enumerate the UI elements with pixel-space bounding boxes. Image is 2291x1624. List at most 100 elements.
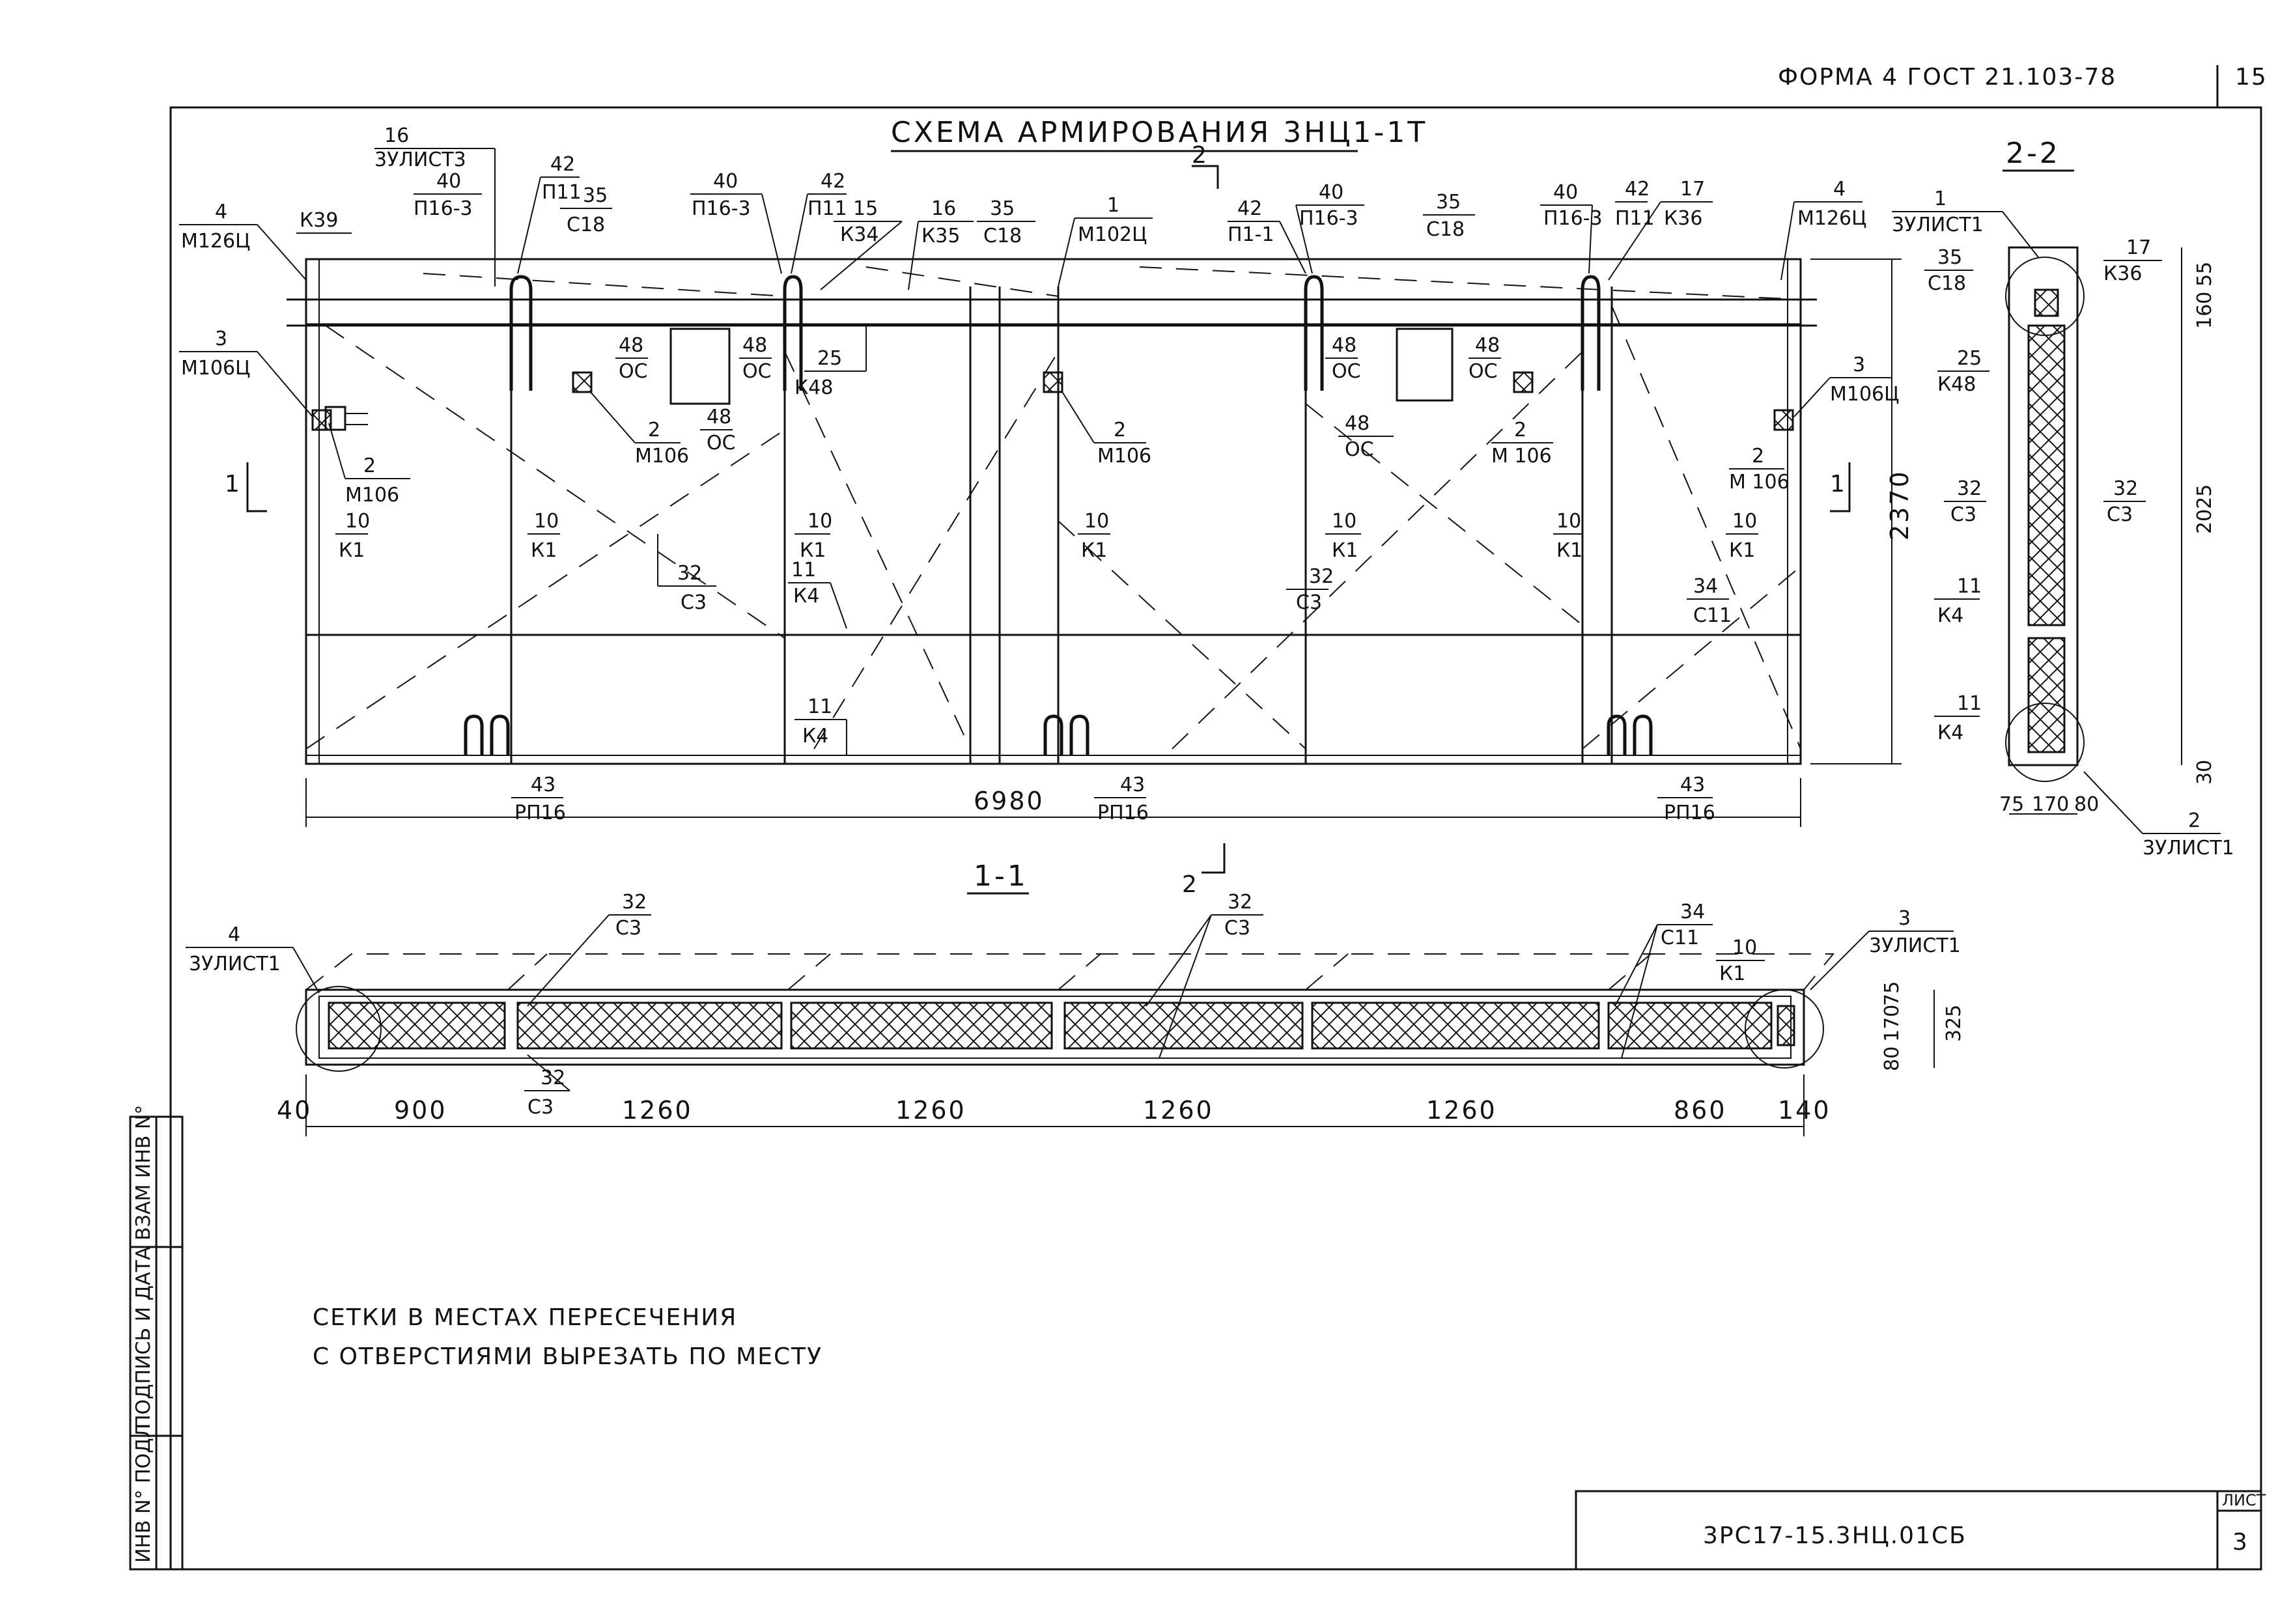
svg-text:К1: К1 <box>339 539 365 562</box>
s11-dim-1260c: 1260 <box>1143 1096 1214 1125</box>
s22-35-num: 35 <box>1937 246 1962 269</box>
label-m106d: М 106 <box>1491 445 1552 468</box>
sheet-label: ЛИСТ <box>2222 1491 2266 1509</box>
svg-text:10: 10 <box>1084 510 1109 533</box>
callout-17-sub: К36 <box>1664 207 1702 230</box>
elevation-interior-labels: 48 ОС 48 ОС 48 ОС 2 М106 2 М106 2 М106 4… <box>328 326 1790 824</box>
elevation-view: 6980 2370 2 2 1 1 <box>225 142 1914 898</box>
s11-ref-right-sub: 3УЛИСТ1 <box>1869 934 1961 957</box>
s11-dim-140: 140 <box>1778 1096 1831 1125</box>
s11-10-num: 10 <box>1732 936 1757 959</box>
svg-text:К1: К1 <box>800 539 826 562</box>
callout-4b-sub: М126Ц <box>1797 207 1866 230</box>
s22-ref-top-sub: 3УЛИСТ1 <box>1892 214 1984 236</box>
label-48c: 48 <box>707 406 731 428</box>
label-os-d: ОС <box>1332 360 1361 383</box>
label-os-f: ОС <box>1345 438 1374 461</box>
callout-16-sub: 3УЛИСТ3 <box>374 148 466 171</box>
plate-m106-3 <box>1513 371 1534 393</box>
s11-32a-num: 32 <box>622 891 647 914</box>
callout-42b-num: 42 <box>821 170 845 193</box>
svg-text:К1: К1 <box>1556 539 1582 562</box>
label-k4a: К4 <box>793 585 819 608</box>
callout-1-sub: М102Ц <box>1078 223 1147 246</box>
label-43a: 43 <box>531 774 555 796</box>
s22-dim-30: 30 <box>2193 760 2216 785</box>
s22-dim-75: 75 <box>1999 793 2024 816</box>
plate-m106-2 <box>1043 371 1063 393</box>
s11-dim-900: 900 <box>394 1096 447 1125</box>
label-48a: 48 <box>619 334 643 357</box>
s11-34-sub: С11 <box>1661 927 1699 949</box>
callout-17-num: 17 <box>1680 178 1705 201</box>
s22-dim-170: 170 <box>2032 793 2069 816</box>
opening-left <box>669 328 731 405</box>
label-m106a: М106 <box>635 445 689 468</box>
svg-text:К1: К1 <box>1332 539 1358 562</box>
cut-1-left: 1 <box>225 471 241 497</box>
stamp-vzam: ВЗАМ ИНВ N° <box>132 1105 155 1240</box>
s22-ref-bot-sub: 3УЛИСТ1 <box>2143 837 2234 860</box>
cut-1-right: 1 <box>1830 471 1846 497</box>
label-43b: 43 <box>1120 774 1145 796</box>
drawing-title: СХЕМА АРМИРОВАНИЯ 3НЦ1-1Т <box>891 116 1427 149</box>
callout-40d-num: 40 <box>1553 181 1578 204</box>
stamp-inv-podl: ИНВ N° ПОДЛ <box>132 1423 155 1563</box>
label-k4b: К4 <box>802 725 828 748</box>
label-48b: 48 <box>742 334 767 357</box>
form-note: ФОРМА 4 ГОСТ 21.103-78 <box>1778 64 2116 91</box>
label-32b: 32 <box>1309 565 1334 588</box>
callout-40b-num: 40 <box>713 170 738 193</box>
label-rp16c: РП16 <box>1664 802 1715 824</box>
plate-m106-1 <box>572 371 593 393</box>
s22-ref-bot-num: 2 <box>2188 809 2200 832</box>
s22-32a-sub: С3 <box>1950 503 1976 526</box>
callout-3-num: 3 <box>215 328 227 350</box>
callout-42b-sub: П11 <box>808 197 847 220</box>
label-2b: 2 <box>363 455 376 477</box>
s11-dim-1260a: 1260 <box>622 1096 693 1125</box>
label-2e: 2 <box>1752 445 1764 468</box>
s22-35-sub: С18 <box>1928 272 1966 295</box>
label-k48: К48 <box>794 376 833 399</box>
callout-3b-sub: М106Ц <box>1830 383 1899 406</box>
page-corner-number: 15 <box>2235 64 2268 91</box>
dim-height: 2370 <box>1885 469 1914 540</box>
svg-text:10: 10 <box>345 510 370 533</box>
s11-dim-40: 40 <box>277 1096 312 1125</box>
s11-dim-325: 325 <box>1943 1005 1965 1042</box>
callout-42d-sub: П11 <box>1615 207 1655 230</box>
callout-16b-sub: К35 <box>921 225 960 247</box>
plate-m106-4 <box>1773 409 1794 431</box>
svg-text:10: 10 <box>534 510 559 533</box>
label-48e: 48 <box>1475 334 1500 357</box>
label-43c: 43 <box>1680 774 1705 796</box>
s11-32c-num: 32 <box>541 1067 565 1089</box>
callout-40a-sub: П16-3 <box>414 197 473 220</box>
plate-m106-5 <box>311 409 332 431</box>
section-1-1: 1-1 40 900 1260 1260 1260 1260 860 140 7… <box>186 860 1965 1136</box>
s11-dim-170: 170 <box>1881 1005 1904 1042</box>
callout-35a-sub: С18 <box>567 214 605 236</box>
callout-42d-num: 42 <box>1625 178 1650 201</box>
callout-40d-sub: П16-3 <box>1543 207 1603 230</box>
callout-3b-num: 3 <box>1853 354 1865 376</box>
label-48d: 48 <box>1332 334 1356 357</box>
callout-40b-sub: П16-3 <box>692 197 751 220</box>
cut-2-bottom: 2 <box>1182 871 1198 898</box>
s11-32b-num: 32 <box>1228 891 1252 914</box>
label-rp16b: РП16 <box>1097 802 1149 824</box>
label-os-b: ОС <box>742 360 772 383</box>
s22-17-num: 17 <box>2126 236 2151 259</box>
label-os-a: ОС <box>619 360 648 383</box>
label-k39: К39 <box>300 209 338 232</box>
label-2c: 2 <box>1114 419 1126 441</box>
s22-32b-sub: С3 <box>2107 503 2133 526</box>
callout-40c-num: 40 <box>1319 181 1343 204</box>
s11-32b-sub: С3 <box>1224 917 1250 940</box>
s22-17-sub: К36 <box>2103 262 2142 285</box>
callout-4-sub: М126Ц <box>181 230 250 253</box>
callout-16b-num: 16 <box>931 197 956 220</box>
note-line-2: С ОТВЕРСТИЯМИ ВЫРЕЗАТЬ ПО МЕСТУ <box>313 1343 822 1370</box>
